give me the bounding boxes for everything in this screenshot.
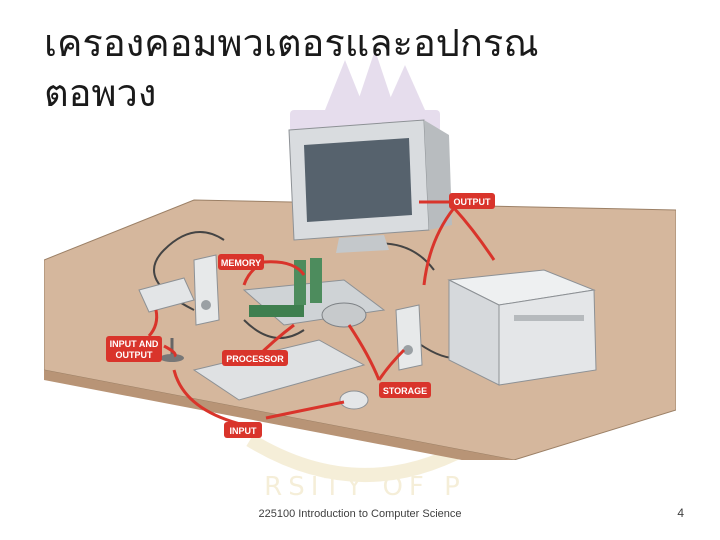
- mouse: [339, 390, 369, 410]
- slide-title-line-1: เครองคอมพวเตอรและอปกรณ: [44, 21, 539, 65]
- label-processor-text: PROCESSOR: [226, 354, 284, 364]
- label-input-and-output-line-1: INPUT AND: [110, 339, 159, 349]
- slide-title: เครองคอมพวเตอรและอปกรณ ตอพวง: [44, 18, 644, 118]
- label-storage: [379, 382, 431, 398]
- label-processor: [222, 350, 288, 366]
- label-input-and-output-line-2: OUTPUT: [116, 350, 154, 360]
- page-number: 4: [677, 506, 684, 520]
- label-output: [449, 193, 495, 209]
- seal-lettering: RSITY OF P: [264, 472, 466, 502]
- figure-labels: OUTPUT MEMORY INPUT AND OUTPUT PROCESSOR…: [106, 193, 495, 438]
- printer: [447, 269, 597, 386]
- monitor-screen: [304, 138, 412, 222]
- label-input: [224, 422, 262, 438]
- label-memory: [218, 254, 264, 270]
- scanner: [138, 277, 195, 313]
- computer-system-illustration: OUTPUT MEMORY INPUT AND OUTPUT PROCESSOR…: [44, 119, 676, 460]
- slide-title-line-2: ตอพวง: [44, 71, 157, 115]
- label-storage-text: STORAGE: [383, 386, 427, 396]
- speakers: [193, 254, 423, 371]
- label-output-text: OUTPUT: [454, 197, 492, 207]
- system-unit: [242, 258, 386, 328]
- label-memory-text: MEMORY: [221, 258, 261, 268]
- label-input-text: INPUT: [230, 426, 258, 436]
- label-input-and-output: [106, 336, 162, 362]
- slide-footer: 225100 Introduction to Computer Science: [258, 508, 462, 520]
